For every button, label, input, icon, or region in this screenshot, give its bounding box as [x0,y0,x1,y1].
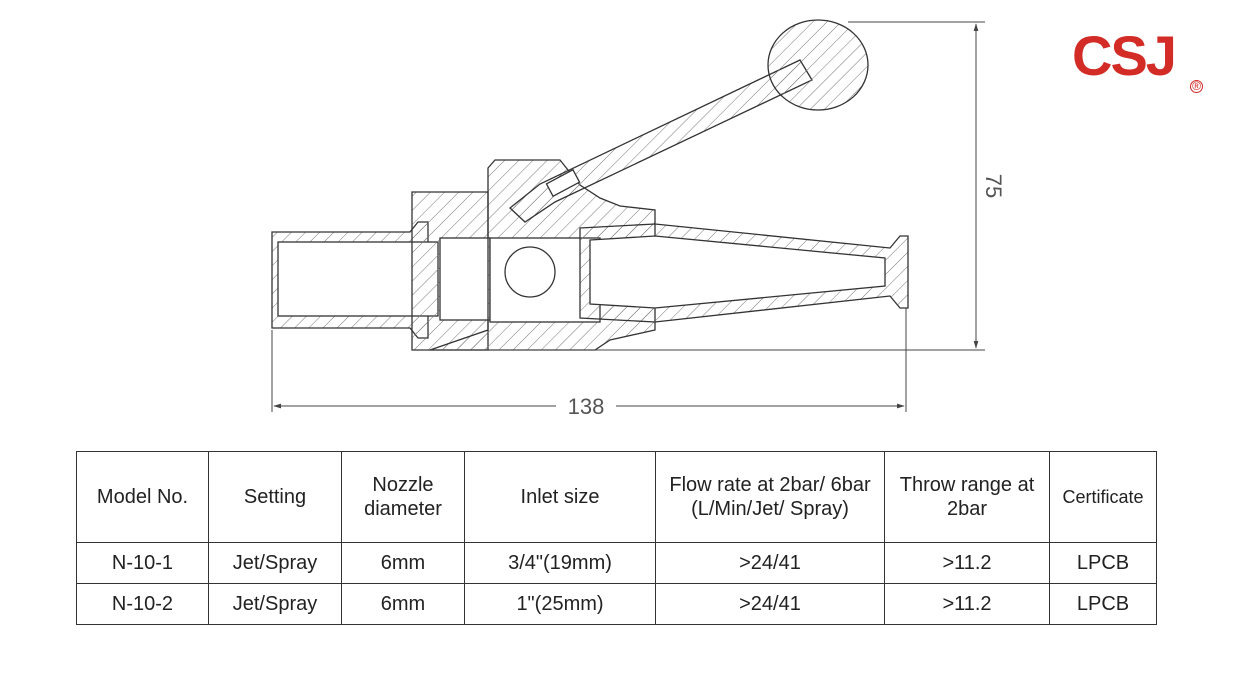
lever-knob [767,19,869,111]
cell-inlet-size: 3/4"(19mm) [464,542,656,584]
csj-logo: CSJ [1072,24,1177,87]
cell-setting: Jet/Spray [208,542,342,584]
header-setting: Setting [208,451,342,543]
cell-nozzle-diameter: 6mm [341,542,465,584]
cell-throw-range: >11.2 [884,542,1050,584]
cell-flow-rate: >24/41 [655,583,885,625]
cell-throw-range: >11.2 [884,583,1050,625]
dimension-lines [271,21,985,412]
header-inlet-size: Inlet size [464,451,656,543]
height-dimension-label: 75 [981,174,1006,198]
cell-nozzle-diameter: 6mm [341,583,465,625]
ball-valve [504,246,556,298]
nozzle-cross-section-drawing: 138 75 [271,19,1006,419]
header-model-no: Model No. [76,451,209,543]
cell-inlet-size: 1"(25mm) [464,583,656,625]
cell-certificate: LPCB [1049,583,1157,625]
header-flow-rate: Flow rate at 2bar/ 6bar (L/Min/Jet/ Spra… [655,451,885,543]
cell-model-no: N-10-1 [76,542,209,584]
registered-mark: ® [1190,80,1203,93]
length-dimension-label: 138 [568,394,605,419]
table-header-row: Model No. Setting Nozzle diameter Inlet … [76,451,1157,543]
header-throw-range: Throw range at 2bar [884,451,1050,543]
header-nozzle-diameter: Nozzle diameter [341,451,465,543]
cell-model-no: N-10-2 [76,583,209,625]
nozzle-bore [589,235,886,309]
inlet-bore [277,241,439,317]
cell-setting: Jet/Spray [208,583,342,625]
lever-arm [509,59,813,223]
specification-table: Model No. Setting Nozzle diameter Inlet … [76,451,1157,625]
cell-flow-rate: >24/41 [655,542,885,584]
nozzle-body [271,19,909,351]
header-certificate: Certificate [1049,451,1157,543]
cell-certificate: LPCB [1049,542,1157,584]
table-row: N-10-2 Jet/Spray 6mm 1"(25mm) >24/41 >11… [76,583,1157,625]
table-row: N-10-1 Jet/Spray 6mm 3/4"(19mm) >24/41 >… [76,542,1157,584]
